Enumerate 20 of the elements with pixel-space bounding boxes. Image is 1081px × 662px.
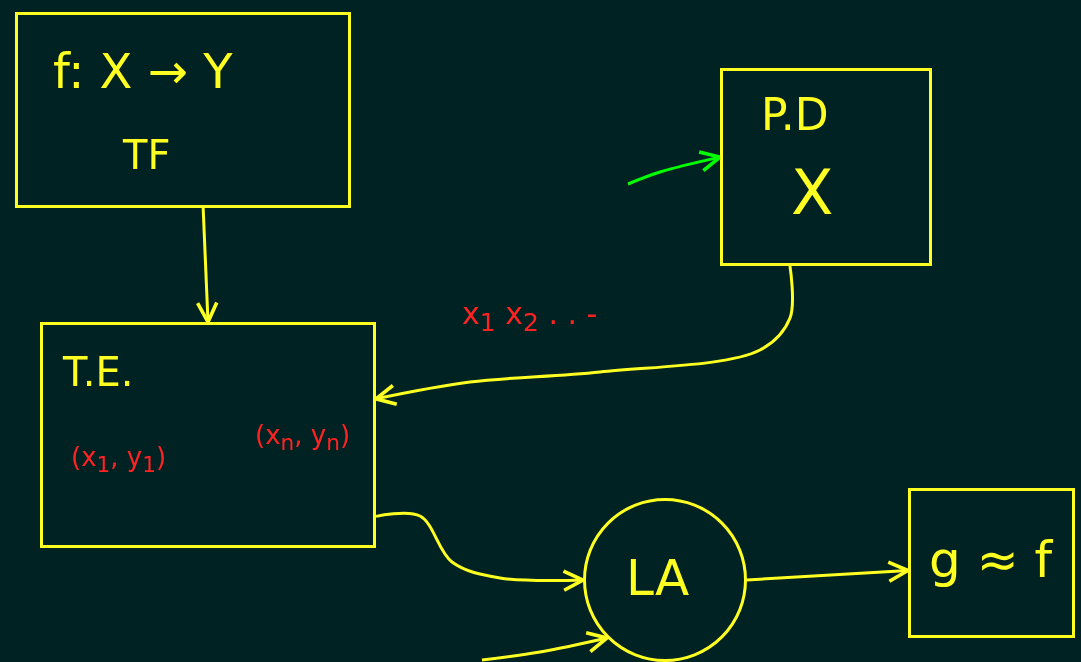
arrow: [375, 511, 585, 593]
node-text: P.D: [761, 91, 829, 140]
process-circle: [583, 498, 747, 662]
node-text: g ≈ f: [929, 533, 1053, 588]
node-text: LA: [626, 551, 690, 606]
node-text: f: X → Y: [53, 45, 233, 98]
process-box: [720, 68, 932, 266]
arrow: [481, 631, 609, 662]
process-box: [15, 12, 351, 208]
arrow: [746, 560, 910, 583]
node-text: (x$_{1}$, y$_{1}$): [71, 443, 167, 477]
node-text: X: [791, 159, 834, 228]
arrow: [627, 150, 722, 186]
arrow: [374, 265, 794, 407]
node-text: TF: [123, 133, 171, 177]
process-box: [40, 322, 376, 548]
node-text: T.E.: [63, 350, 134, 394]
arrow: [195, 207, 219, 324]
process-box: [908, 488, 1075, 638]
node-text: (x$_{n}$, y$_{n}$): [255, 421, 351, 455]
